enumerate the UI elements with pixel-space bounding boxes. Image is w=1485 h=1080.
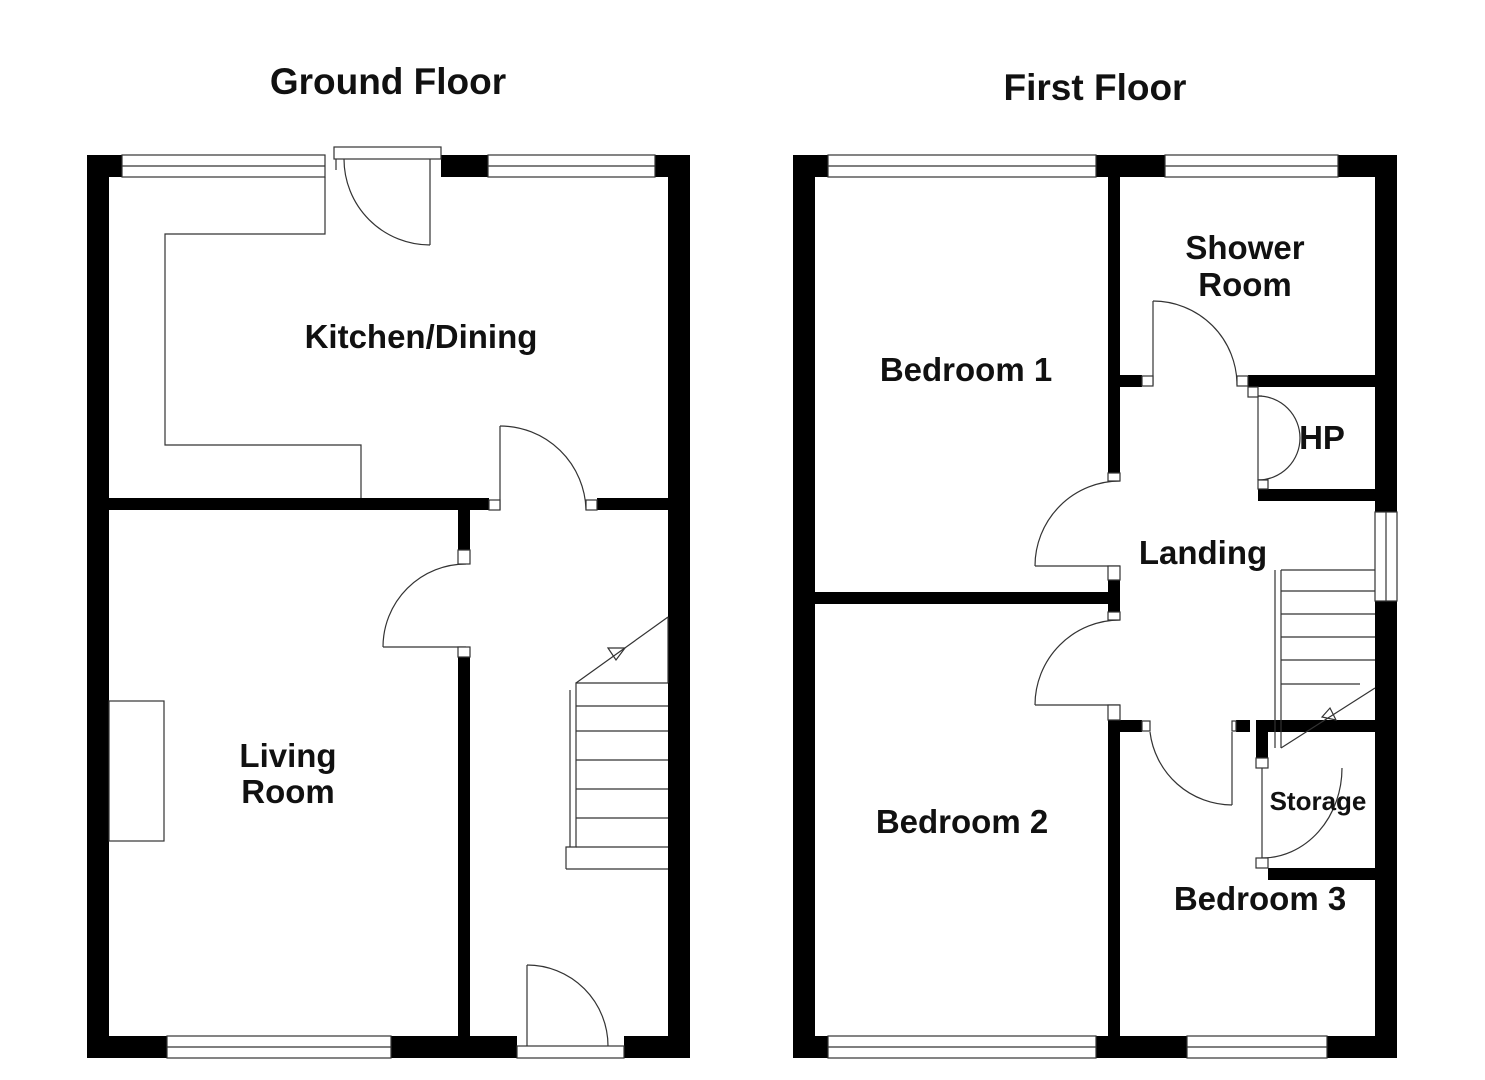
- ground-floor-walls: [87, 155, 690, 1058]
- first-floor-plan: First Floor: [793, 67, 1398, 1059]
- room-label-shower-line1: Shower: [1185, 229, 1304, 266]
- fireplace: [108, 700, 165, 842]
- room-label-landing: Landing: [1139, 534, 1267, 571]
- room-label-storage: Storage: [1270, 786, 1367, 816]
- ground-floor-doors: [335, 158, 609, 1047]
- ground-floor-plan: Ground Floor: [87, 61, 690, 1059]
- room-label-hp: HP: [1299, 419, 1345, 456]
- room-label-living-line2: Room: [241, 773, 335, 810]
- ground-floor-windows: [121, 146, 656, 1059]
- kitchen-worktop: [164, 177, 362, 498]
- first-floor-staircase: [1274, 569, 1376, 749]
- first-floor-doors: [1034, 300, 1343, 869]
- room-label-kitchen-dining: Kitchen/Dining: [305, 318, 538, 355]
- room-label-living-line1: Living: [239, 737, 336, 774]
- room-label-shower-line2: Room: [1198, 266, 1292, 303]
- ground-floor-title: Ground Floor: [270, 61, 506, 102]
- room-label-bedroom-1: Bedroom 1: [880, 351, 1052, 388]
- room-label-bedroom-3: Bedroom 3: [1174, 880, 1346, 917]
- room-label-bedroom-2: Bedroom 2: [876, 803, 1048, 840]
- first-floor-title: First Floor: [1004, 67, 1187, 108]
- first-floor-walls: [793, 155, 1397, 1058]
- first-floor-windows: [827, 154, 1398, 1059]
- ground-floor-staircase: [565, 616, 669, 870]
